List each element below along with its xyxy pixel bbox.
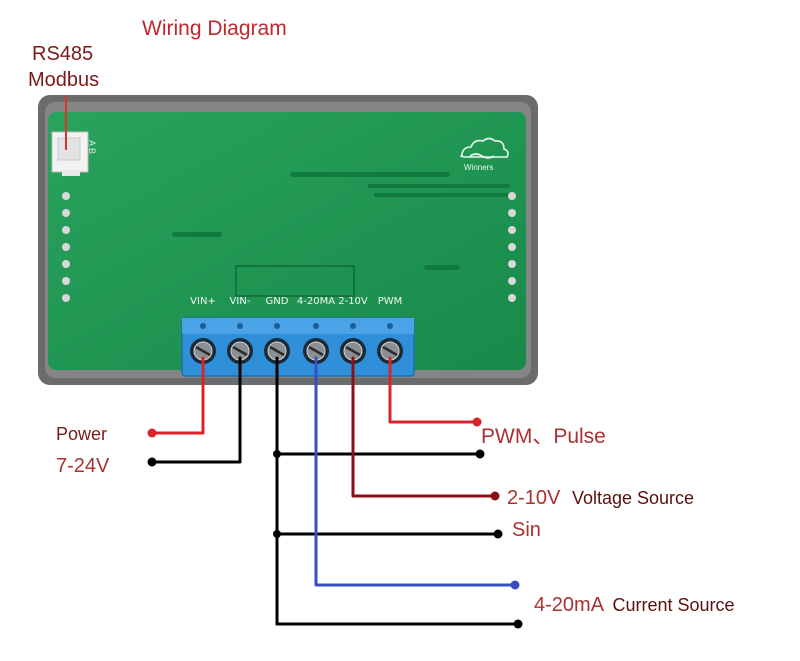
pcb-trace [424,265,460,270]
wire-vin-minus [150,356,242,464]
wire-gnd-sin-end-dot [493,529,503,539]
wire-vin-plus-end-dot [147,428,157,438]
diagram-title: Wiring Diagram [142,17,287,40]
terminal-screw-pwm [377,323,403,364]
board-logo-text: Winners [464,163,494,172]
wire-pwm-end-dot [472,417,482,427]
terminal-label: PWM [377,296,403,307]
pcb-trace [172,232,222,237]
current-source-suffix: Current Source [612,595,735,615]
rs485-label: RS485 [32,43,94,65]
terminal-screw-gnd [264,323,290,364]
voltage-source-label: 2-10V Voltage Source [507,488,694,508]
rs485-connector [51,131,89,176]
pcb-silkscreen-box [235,265,355,297]
pcb-trace [374,193,510,197]
voltage-source-suffix: Voltage Source [571,488,695,508]
terminal-screw-4-20ma [303,323,329,364]
terminal-label: VIN+ [190,296,216,307]
wire-vin-plus [150,356,205,435]
pcb-trace [368,184,510,188]
terminal-screw-2-10v [340,323,366,364]
wire-gnd-pwm-end-dot [475,449,485,459]
wire-4-20ma [314,356,517,587]
terminal-label: GND [265,296,289,307]
terminal-label: 2-10V [338,296,368,307]
gnd-junction-dot [273,450,281,458]
sin-label: Sin [512,519,541,541]
wire-vin-minus-end-dot [147,457,157,467]
wire-2-10v [351,356,497,498]
current-source-prefix: 4-20mA [534,594,603,616]
terminal-label: VIN- [229,296,251,307]
side-pads-right [508,192,516,302]
modbus-label: Modbus [28,69,100,91]
wire-2-10v-end-dot [490,491,500,501]
terminal-block-top [182,318,414,334]
wire-pwm [388,356,479,424]
terminal-label: 4-20MA [296,296,336,307]
connector-pin-label: A B [87,140,97,155]
power-label: Power [56,424,108,444]
wire-gnd-current-end-dot [513,619,523,629]
pcb-trace [290,172,450,177]
side-pads-left [62,192,70,302]
voltage-source-prefix: 2-10V [507,487,561,509]
cloud-logo-icon [460,137,509,159]
current-source-label: 4-20mA Current Source [534,595,735,615]
pwm-pulse-label: PWM、Pulse [481,425,606,448]
gnd-junction-dot [273,530,281,538]
terminal-screw-vin- [227,323,253,364]
wire-4-20ma-end-dot [510,580,520,590]
terminal-screw-vin- [190,323,216,364]
voltage-range-label: 7-24V [56,455,110,477]
